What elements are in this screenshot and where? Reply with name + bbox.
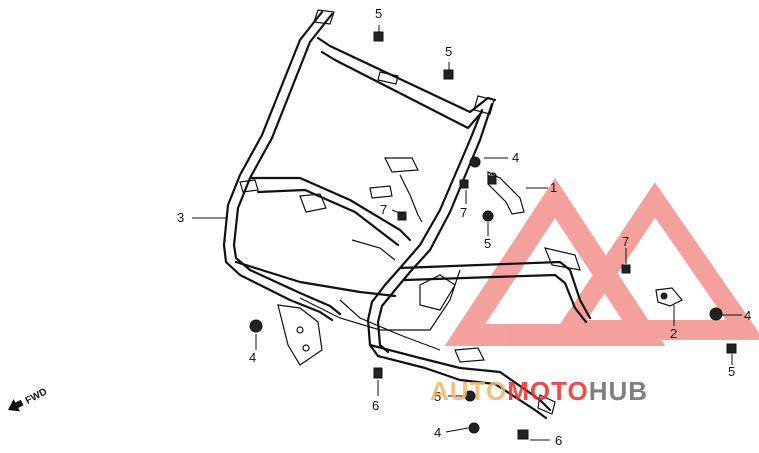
callout-collar-center: 7 [380, 202, 387, 217]
callout-nut-bottom: 4 [434, 425, 441, 440]
watermark-part-moto: MOTO [507, 376, 589, 406]
fwd-indicator: FWD [8, 386, 49, 412]
callout-bolt-right: 5 [728, 364, 735, 379]
callout-bracket-right: 1 [550, 180, 557, 195]
fasteners [249, 25, 737, 440]
callouts: 3 1 2 5 5 4 7 7 5 7 4 5 4 6 5 4 6 [177, 6, 751, 448]
callout-nut-center: 4 [512, 150, 519, 165]
forward-arrow-icon [8, 399, 24, 412]
callout-bracket-lower: 2 [670, 326, 677, 341]
watermark-text: AUTOMOTOHUB [430, 376, 648, 406]
callout-bolt-top-2: 5 [445, 44, 452, 59]
bracket-part-2 [655, 287, 683, 307]
callout-bolt-top-1: 5 [375, 6, 382, 21]
leader-lines [192, 157, 742, 441]
callout-bolt-bottom: 5 [434, 389, 441, 404]
watermark-logo [444, 177, 759, 346]
watermark-part-auto: AUTO [430, 376, 507, 406]
watermark-wordmark: AUTOMOTOHUB [430, 376, 648, 406]
fwd-label: FWD [24, 386, 49, 406]
callout-nut-right: 4 [744, 308, 751, 323]
callout-frame-guard: 3 [177, 210, 184, 225]
watermark-part-hub: HUB [589, 376, 648, 406]
callout-collar-mid: 7 [460, 205, 467, 220]
callout-bolt-center: 5 [484, 236, 491, 251]
callout-screw-bottom-right: 6 [555, 433, 562, 448]
callout-nut-left: 4 [249, 350, 256, 365]
callout-collar-right: 7 [622, 234, 629, 249]
callout-screw-bottom-left: 6 [372, 398, 379, 413]
frame-guard [222, 9, 592, 420]
